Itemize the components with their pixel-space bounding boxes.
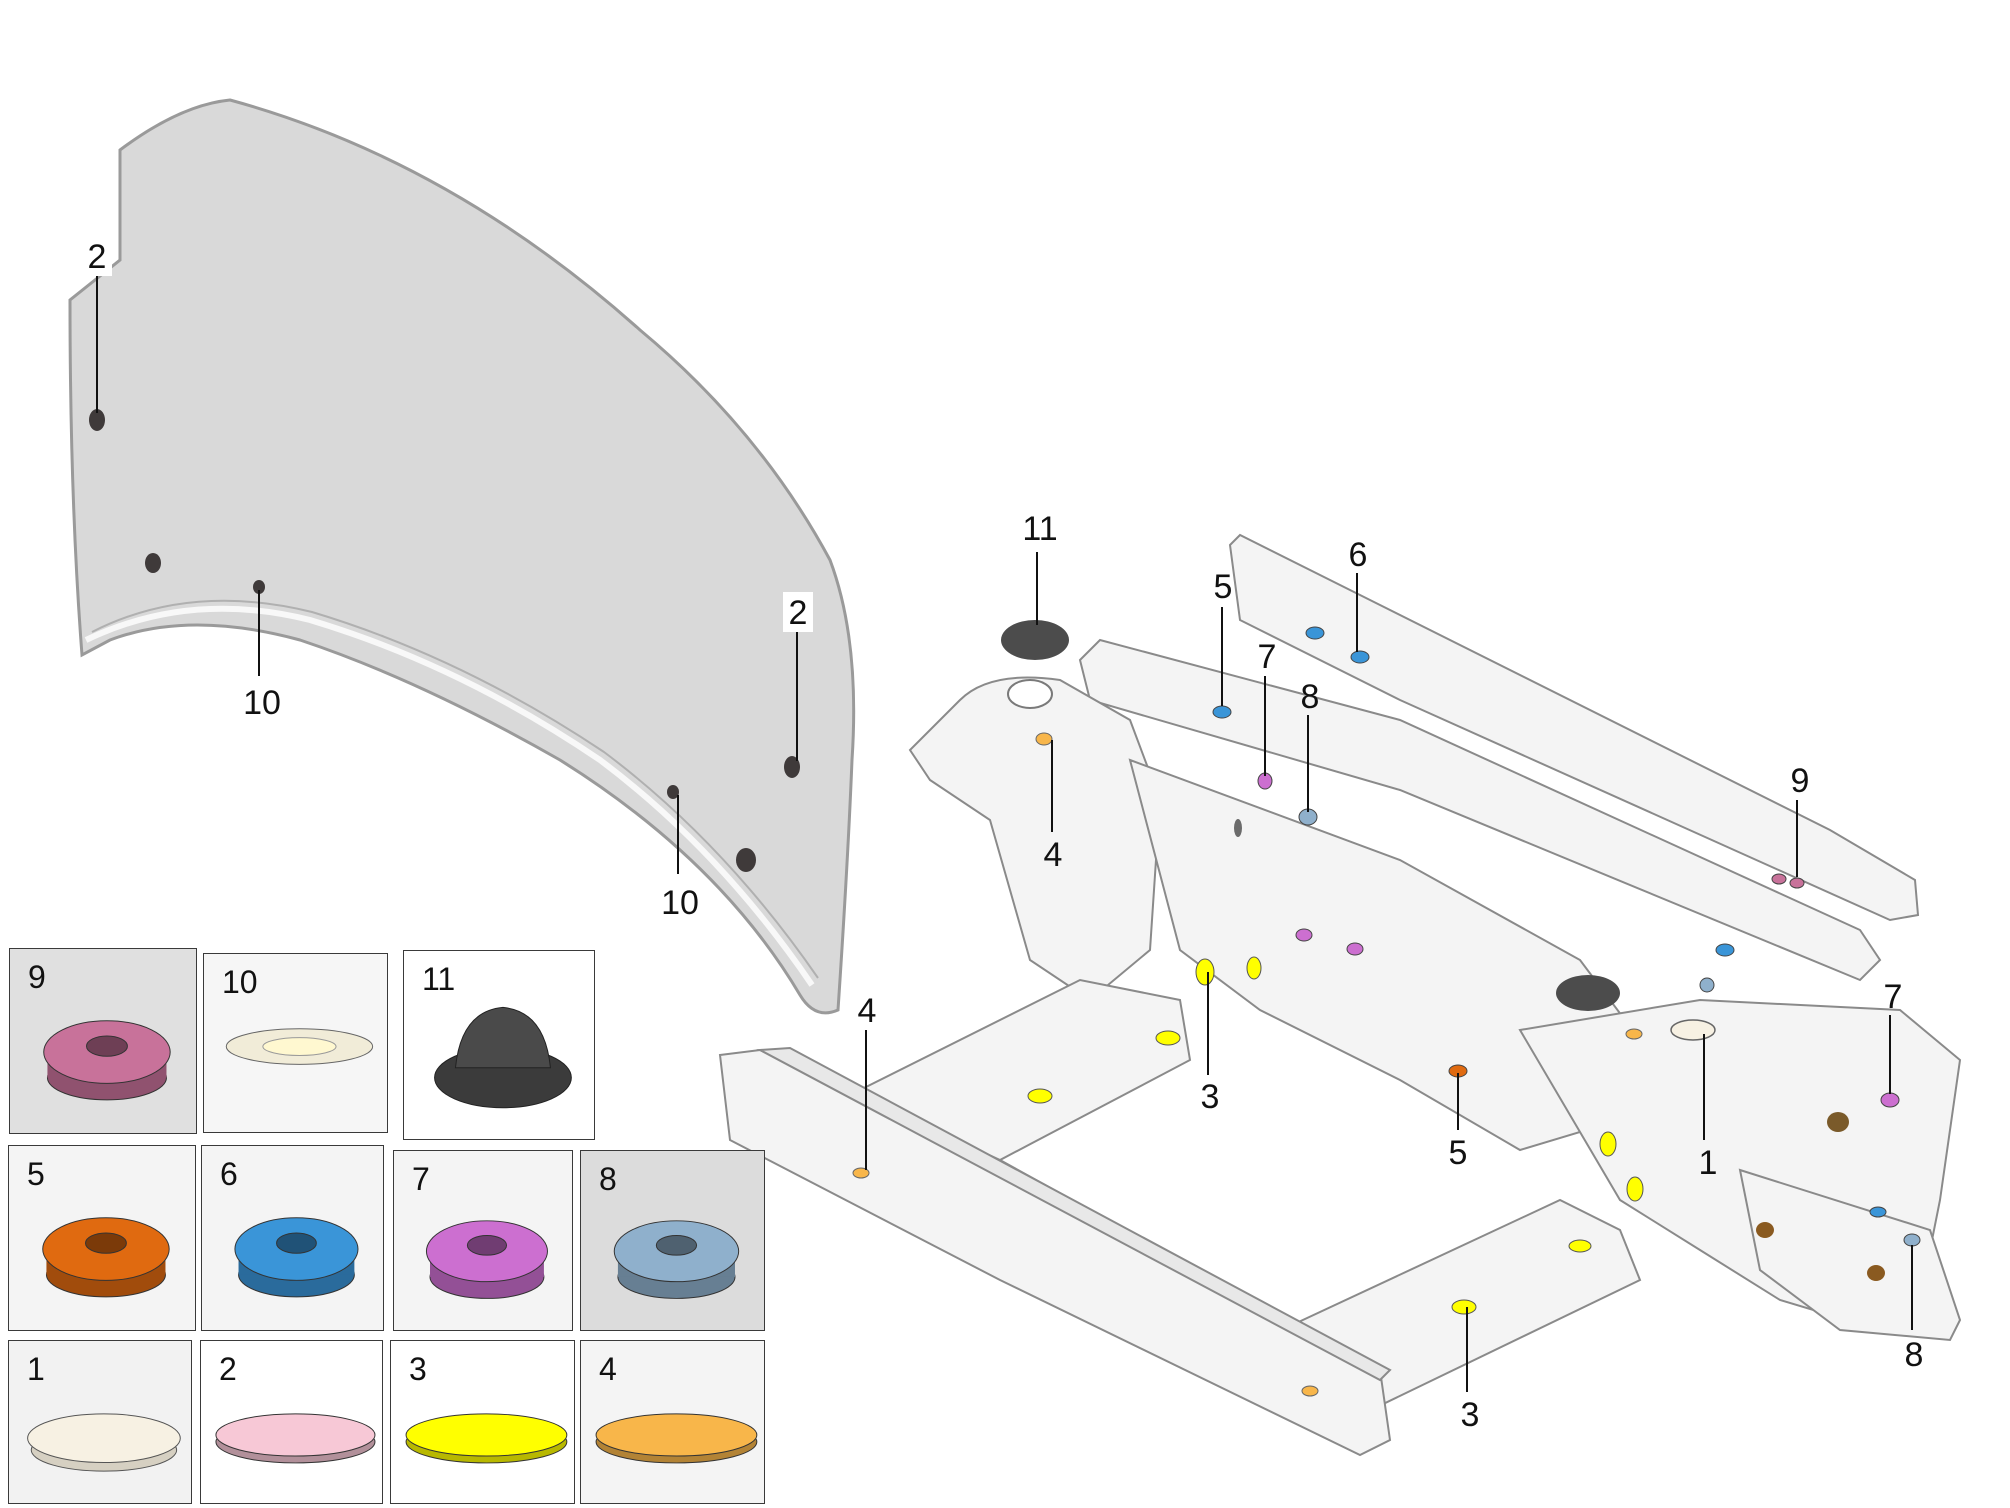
part-3-disc <box>1451 1299 1477 1315</box>
hood-hole <box>145 553 161 573</box>
callout-8: 8 <box>1905 1336 1924 1374</box>
apron-plug <box>1827 1112 1849 1132</box>
callout-10: 10 <box>661 884 699 922</box>
part-11-dome <box>1556 975 1620 1011</box>
legend-part-2-illustration <box>215 1413 376 1464</box>
part-3-disc <box>1195 958 1215 986</box>
hood-hole <box>784 756 800 778</box>
part-4-disc <box>852 1167 870 1179</box>
legend-part-1-illustration <box>27 1413 181 1472</box>
callout-10: 10 <box>243 684 281 722</box>
part-3-disc <box>1568 1239 1592 1253</box>
part-6-grommet <box>1305 626 1325 640</box>
legend-number-2: 2 <box>219 1351 237 1387</box>
front-body-structure <box>718 533 1962 1457</box>
apron-plug <box>1756 1222 1774 1238</box>
hood-hole <box>667 785 679 799</box>
legend-part-10-illustration <box>225 1028 374 1065</box>
legend-part-5-illustration <box>42 1217 170 1298</box>
legend-panel-9: 9 <box>9 948 197 1134</box>
legend-number-11: 11 <box>422 961 456 997</box>
part-6-grommet <box>1212 705 1232 719</box>
part-markers <box>852 620 1921 1397</box>
legend-part-6-illustration <box>234 1217 359 1298</box>
legend-number-5: 5 <box>27 1156 45 1192</box>
callout-2: 2 <box>88 238 107 276</box>
legend-part-8-illustration <box>613 1220 740 1299</box>
callout-7: 7 <box>1258 638 1277 676</box>
legend-panel-11: 11 <box>403 950 595 1140</box>
callout-7: 7 <box>1884 978 1903 1016</box>
legend-number-9: 9 <box>28 959 46 995</box>
legend-part-7-illustration <box>425 1220 548 1299</box>
part-3-disc <box>1155 1030 1181 1046</box>
callout-11: 11 <box>1022 510 1057 548</box>
apron-plug <box>1867 1265 1885 1281</box>
legend-number-4: 4 <box>599 1351 617 1387</box>
legend-number-8: 8 <box>599 1161 617 1197</box>
legend-part-3-illustration <box>405 1413 568 1464</box>
legend-panel-4: 4 <box>580 1340 765 1504</box>
legend-panel-6: 6 <box>201 1145 384 1331</box>
part-4-disc <box>1301 1385 1319 1397</box>
legend-panel-7: 7 <box>393 1150 573 1331</box>
callout-3: 3 <box>1201 1078 1220 1116</box>
callout-2: 2 <box>789 594 808 632</box>
hood-hole <box>253 580 265 594</box>
frame-hole <box>1234 819 1242 837</box>
part-8-grommet <box>1699 977 1715 993</box>
legend-part-9-illustration <box>43 1020 171 1101</box>
callout-6: 6 <box>1349 536 1368 574</box>
hood-panel <box>68 98 856 1015</box>
part-4-disc <box>1035 732 1053 746</box>
callout-5: 5 <box>1214 568 1233 606</box>
legend-panel-1: 1 <box>8 1340 192 1504</box>
legend-number-1: 1 <box>27 1351 45 1387</box>
callout-1: 1 <box>1699 1144 1718 1182</box>
part-7-grommet <box>1346 942 1364 956</box>
callout-4: 4 <box>1044 836 1063 874</box>
legend-number-10: 10 <box>222 964 258 1000</box>
part-6-grommet <box>1715 943 1735 957</box>
part-11-dome <box>1001 620 1069 660</box>
part-4-disc <box>1625 1028 1643 1040</box>
part-6-grommet <box>1350 650 1370 664</box>
callout-labels: 2 2 10 10 11 5 6 7 8 9 4 4 3 3 5 1 7 8 <box>82 236 1923 1434</box>
part-9-grommet <box>1789 877 1805 889</box>
callout-5: 5 <box>1449 1134 1468 1172</box>
part-9-grommet <box>1771 873 1787 885</box>
leader-lines <box>96 276 1913 1392</box>
part-1-cap <box>1670 1019 1716 1041</box>
legend-part-11-illustration <box>434 1006 572 1109</box>
part-7-grommet <box>1880 1092 1900 1108</box>
part-3-disc <box>1599 1131 1617 1157</box>
callout-3: 3 <box>1461 1396 1480 1434</box>
legend-panel-2: 2 <box>200 1340 383 1504</box>
callout-8: 8 <box>1301 678 1320 716</box>
part-6-grommet <box>1869 1206 1887 1218</box>
legend-panel-3: 3 <box>390 1340 575 1504</box>
part-3-disc <box>1027 1088 1053 1104</box>
hood-hole <box>89 409 105 431</box>
legend-number-7: 7 <box>412 1161 430 1197</box>
part-3-disc <box>1246 956 1262 980</box>
callout-4: 4 <box>858 992 877 1030</box>
part-3-disc <box>1626 1176 1644 1202</box>
strut-opening <box>1007 679 1053 709</box>
legend-number-6: 6 <box>220 1156 238 1192</box>
legend-panel-10: 10 <box>203 953 388 1133</box>
legend-number-3: 3 <box>409 1351 427 1387</box>
legend-panel-8: 8 <box>580 1150 765 1331</box>
part-7-grommet <box>1295 928 1313 942</box>
legend-part-4-illustration <box>595 1413 758 1464</box>
hood-hole <box>736 848 756 872</box>
legend-panel-5: 5 <box>8 1145 196 1331</box>
part-8-grommet <box>1903 1233 1921 1247</box>
callout-9: 9 <box>1791 762 1810 800</box>
